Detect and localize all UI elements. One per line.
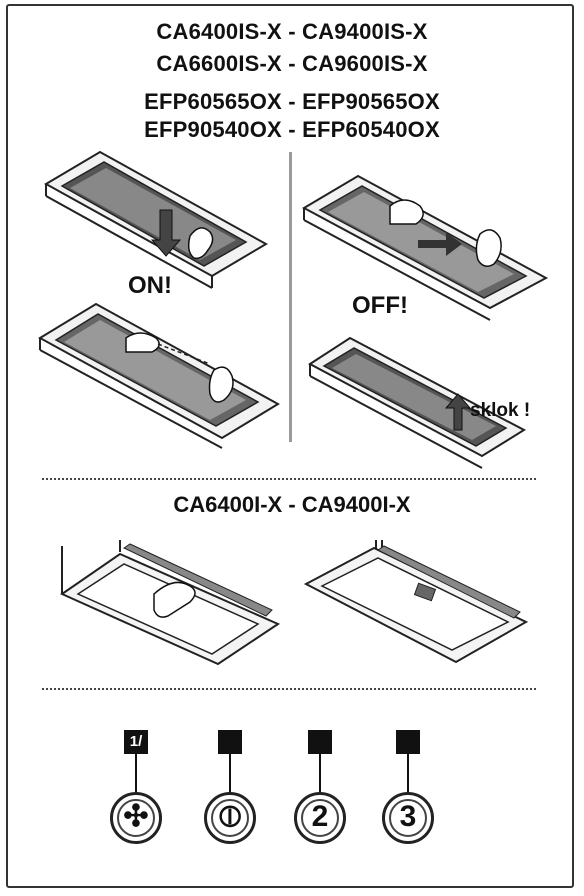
control-marker-1: 1/: [124, 730, 148, 754]
off-label: OFF!: [352, 292, 408, 319]
control-marker-4: [396, 730, 420, 754]
control-stem: [319, 754, 321, 794]
sklok-label: sklok !: [470, 400, 531, 421]
speed-2-button[interactable]: 2: [294, 792, 346, 844]
control-marker-2: [218, 730, 242, 754]
on-label: ON!: [128, 272, 172, 299]
hood-illustration-on-top: [43, 150, 269, 289]
button-inner-ring: [301, 799, 339, 837]
control-stem: [135, 754, 137, 794]
control-stem: [407, 754, 409, 794]
control-speed-2[interactable]: 2: [290, 730, 350, 844]
vertical-divider: [289, 152, 292, 442]
speed-3-icon: 3: [399, 800, 417, 833]
button-inner-ring: [117, 799, 155, 837]
lamp-icon: ✣: [123, 800, 149, 833]
power-button[interactable]: ⦶: [204, 792, 256, 844]
hood-illustration-on-bottom: [38, 302, 280, 449]
hood-illustration-section2-right: [303, 540, 529, 664]
hood-illustration-off-bottom: [308, 336, 527, 469]
section-divider-2: [42, 688, 536, 690]
control-marker-3: [308, 730, 332, 754]
button-inner-ring: [211, 799, 249, 837]
hood-illustration-off-top: [301, 174, 549, 321]
speed-3-button[interactable]: 3: [382, 792, 434, 844]
lamp-button[interactable]: ✣: [110, 792, 162, 844]
control-speed-3[interactable]: 3: [378, 730, 438, 844]
speed-2-icon: 2: [311, 800, 329, 833]
hood-illustration-section2-left: [59, 540, 281, 666]
button-inner-ring: [389, 799, 427, 837]
page-frame: [6, 4, 574, 888]
section2-title: CA6400I-X - CA9400I-X: [173, 492, 411, 517]
control-lamp[interactable]: 1/ ✣: [106, 730, 166, 844]
model-line-3: EFP60565OX - EFP90565OX: [144, 89, 440, 114]
model-line-2: CA6600IS-X - CA9600IS-X: [156, 51, 428, 76]
model-line-4: EFP90540OX - EFP60540OX: [144, 117, 440, 142]
section-divider-1: [42, 478, 536, 480]
control-power[interactable]: ⦶: [200, 730, 260, 844]
model-line-1: CA6400IS-X - CA9400IS-X: [156, 19, 428, 44]
power-icon: ⦶: [219, 800, 241, 833]
control-stem: [229, 754, 231, 794]
